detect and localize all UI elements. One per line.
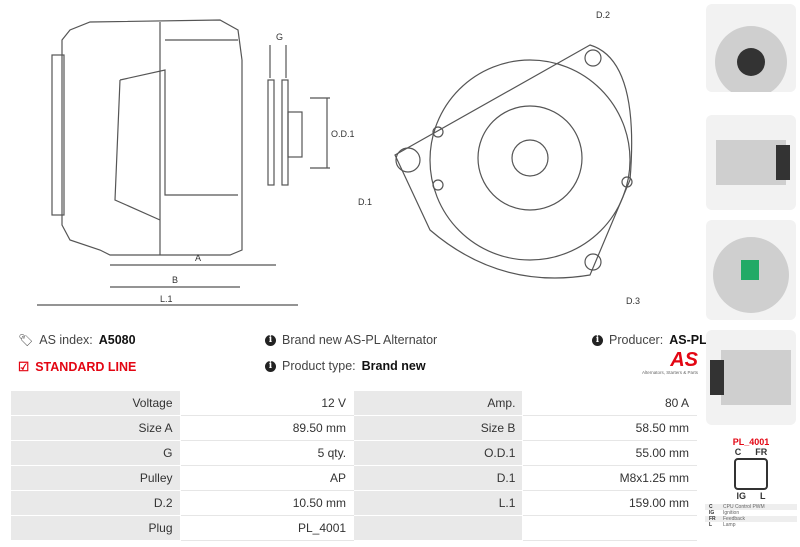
product-photo-side bbox=[706, 115, 796, 210]
product-photo-front bbox=[706, 4, 796, 98]
label-l1: L.1 bbox=[160, 294, 173, 304]
as-pl-logo: AS Alternators, Starters & Parts bbox=[641, 349, 698, 375]
spec-label: Size A bbox=[10, 415, 181, 441]
spec-value: 55.00 mm bbox=[522, 440, 697, 466]
info-icon: i bbox=[265, 360, 276, 372]
spec-value: 89.50 mm bbox=[179, 415, 355, 441]
spec-value: PL_4001 bbox=[179, 515, 355, 541]
spec-label: Voltage bbox=[10, 390, 181, 416]
plug-legend-row: C CPU Control PWM bbox=[705, 504, 797, 510]
pin-code: C bbox=[709, 504, 713, 510]
pin-meaning: Ignition bbox=[723, 510, 740, 516]
label-od1: O.D.1 bbox=[331, 129, 355, 139]
spec-value bbox=[522, 515, 697, 541]
spec-label bbox=[353, 515, 524, 541]
label-b: B bbox=[172, 275, 178, 285]
pin-meaning: Feedback bbox=[723, 516, 745, 522]
spec-value: 10.50 mm bbox=[179, 490, 355, 516]
spec-label: Amp. bbox=[353, 390, 524, 416]
label-g: G bbox=[276, 32, 283, 42]
spec-label: L.1 bbox=[353, 490, 524, 516]
pin-code: FR bbox=[709, 516, 716, 522]
spec-value: 58.50 mm bbox=[522, 415, 697, 441]
plug-legend-row: FR Feedback bbox=[705, 516, 797, 522]
label-d3: D.3 bbox=[626, 296, 640, 306]
spec-label: O.D.1 bbox=[353, 440, 524, 466]
product-photo-rear bbox=[706, 220, 796, 320]
pin-meaning: CPU Control PWM bbox=[723, 504, 765, 510]
spec-label: Plug bbox=[10, 515, 181, 541]
side-view bbox=[37, 19, 330, 306]
spec-value: 5 qty. bbox=[179, 440, 355, 466]
spec-value: M8x1.25 mm bbox=[522, 465, 697, 491]
front-view bbox=[394, 44, 633, 279]
spec-value: 12 V bbox=[179, 390, 355, 416]
label-d2: D.2 bbox=[596, 10, 610, 20]
checkbox-icon: ☑ bbox=[18, 360, 30, 374]
tag-icon: 🏷 bbox=[18, 333, 34, 347]
info-icon: i bbox=[265, 334, 276, 346]
pin-meaning: Lamp bbox=[723, 522, 736, 528]
pin-code: IG bbox=[709, 510, 715, 516]
standard-line-badge: ☑STANDARD LINE bbox=[18, 359, 137, 375]
connector-icon bbox=[734, 458, 768, 490]
label-a: A bbox=[195, 253, 201, 263]
label-d1: D.1 bbox=[358, 197, 372, 207]
spec-value: 80 A bbox=[522, 390, 697, 416]
info-icon: i bbox=[592, 334, 603, 346]
spec-label: D.2 bbox=[10, 490, 181, 516]
spec-label: D.1 bbox=[353, 465, 524, 491]
product-photo-side-2 bbox=[706, 330, 796, 425]
spec-value: AP bbox=[179, 465, 355, 491]
spec-label: Size B bbox=[353, 415, 524, 441]
pin-code: L bbox=[709, 522, 713, 528]
plug-legend-row: IG Ignition bbox=[705, 510, 797, 516]
as-index: 🏷AS index:A5080 bbox=[18, 333, 136, 347]
spec-label: Pulley bbox=[10, 465, 181, 491]
technical-drawing: G O.D.1 A B L.1 D.1 D.2 D.3 bbox=[37, 10, 640, 306]
spec-label: G bbox=[10, 440, 181, 466]
spec-value: 159.00 mm bbox=[522, 490, 697, 516]
plug-legend-row: L Lamp bbox=[705, 522, 797, 528]
